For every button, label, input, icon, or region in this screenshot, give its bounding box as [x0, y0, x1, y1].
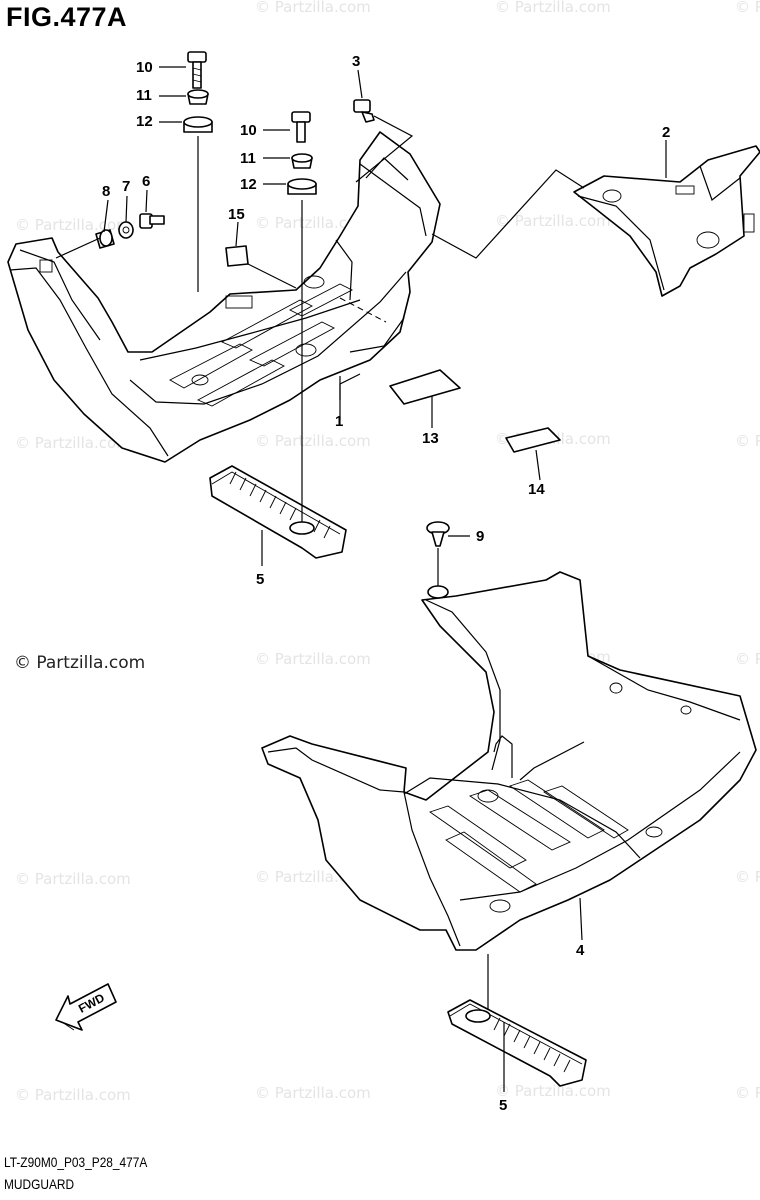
watermark: © Partzilla.com [255, 650, 371, 668]
fastener-stack-left [183, 51, 213, 133]
watermark: © Partzilla.com [495, 1082, 611, 1100]
watermark: © Partzilla.com [735, 868, 760, 886]
watermark: © Partzilla.com [255, 1084, 371, 1102]
watermark-prominent: © Partzilla.com [14, 653, 145, 673]
callout-10: 10 [136, 59, 153, 76]
fastener-stack-right [287, 111, 317, 195]
callout-13: 13 [422, 430, 439, 447]
callout-3: 3 [352, 53, 360, 70]
figure-code: LT-Z90M0_P03_P28_477A [4, 1154, 148, 1170]
watermark: © Partzilla.com [735, 1084, 760, 1102]
watermark: © Partzilla.com [255, 0, 371, 16]
sticker-part-15 [225, 245, 249, 267]
sticker-part-14 [505, 427, 561, 453]
callout-8: 8 [102, 183, 110, 200]
callout-6: 6 [142, 173, 150, 190]
watermark: © Partzilla.com [255, 214, 371, 232]
callout-4: 4 [576, 942, 585, 959]
sticker-part-13 [389, 369, 461, 405]
watermark: © Partzilla.com [735, 0, 760, 16]
mudguard-right-part-4 [261, 571, 757, 951]
watermark: © Partzilla.com [735, 432, 760, 450]
watermark: © Partzilla.com [255, 432, 371, 450]
callout-14: 14 [528, 481, 545, 498]
callout-15: 15 [228, 206, 245, 223]
rivet-part-9 [426, 521, 450, 547]
fig-title: FIG.477A [6, 2, 128, 32]
watermark: © Partzilla.com [15, 870, 131, 888]
watermark: © Partzilla.com [15, 434, 131, 452]
watermark: © Partzilla.com [15, 216, 131, 234]
fwd-arrow: FWD [55, 983, 117, 1031]
leader-lines-upper [55, 66, 667, 566]
callout-5: 5 [256, 571, 264, 588]
callout-layer: 10 11 12 10 11 12 3 2 8 7 6 15 1 13 14 5… [102, 53, 670, 1114]
callout-5: 5 [499, 1097, 507, 1114]
callout-12: 12 [240, 176, 257, 193]
callout-9: 9 [476, 528, 484, 545]
footrest-part-5-upper [209, 465, 347, 559]
callout-2: 2 [662, 124, 670, 141]
watermark: © Partzilla.com [735, 650, 760, 668]
bracket-part-2 [573, 145, 760, 297]
footrest-part-5-lower [447, 999, 587, 1087]
callout-11: 11 [136, 87, 152, 104]
callout-1: 1 [335, 413, 343, 430]
figure-caption: MUDGUARD [4, 1176, 75, 1192]
mudguard-left-part-1 [7, 131, 441, 463]
callout-10: 10 [240, 122, 257, 139]
leader-lines-lower [437, 535, 583, 1092]
watermark: © Partzilla.com [495, 212, 611, 230]
watermark: © Partzilla.com [15, 1086, 131, 1104]
clip-part-3 [353, 99, 375, 123]
callout-11: 11 [240, 150, 256, 167]
callout-12: 12 [136, 113, 153, 130]
watermark: © Partzilla.com [495, 0, 611, 16]
callout-7: 7 [122, 178, 130, 195]
